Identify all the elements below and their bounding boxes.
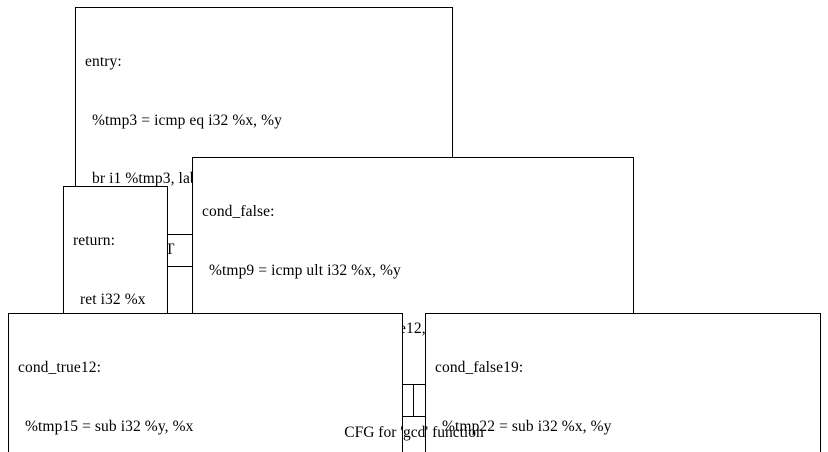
node-cond-false19[interactable]: cond_false19: %tmp22 = sub i32 %x, %y %t… bbox=[425, 313, 821, 452]
graph-caption: CFG for 'gcd' function bbox=[344, 424, 484, 441]
node-return-body: return: ret i32 %x bbox=[64, 187, 167, 354]
node-cond-true12[interactable]: cond_true12: %tmp15 = sub i32 %y, %x %tm… bbox=[8, 313, 403, 452]
node-cond-true12-instruction-1: %tmp15 = sub i32 %y, %x bbox=[25, 417, 194, 435]
node-return-label: return: bbox=[73, 232, 116, 249]
node-cond-true12-body: cond_true12: %tmp15 = sub i32 %y, %x %tm… bbox=[9, 314, 402, 452]
node-cond-false19-body: cond_false19: %tmp22 = sub i32 %x, %y %t… bbox=[426, 314, 820, 452]
node-entry-label: entry: bbox=[85, 53, 122, 70]
node-cond-false-label: cond_false: bbox=[202, 203, 275, 220]
node-return-instruction-1: ret i32 %x bbox=[80, 290, 146, 308]
node-entry-instruction-1: %tmp3 = icmp eq i32 %x, %y bbox=[92, 111, 282, 129]
node-entry-port-true[interactable]: T bbox=[165, 241, 175, 259]
node-cond-true12-label: cond_true12: bbox=[18, 359, 101, 376]
node-cond-false19-instruction-1: %tmp22 = sub i32 %x, %y bbox=[442, 417, 612, 435]
node-cond-false-instruction-1: %tmp9 = icmp ult i32 %x, %y bbox=[209, 261, 401, 279]
node-cond-false19-label: cond_false19: bbox=[435, 359, 524, 376]
